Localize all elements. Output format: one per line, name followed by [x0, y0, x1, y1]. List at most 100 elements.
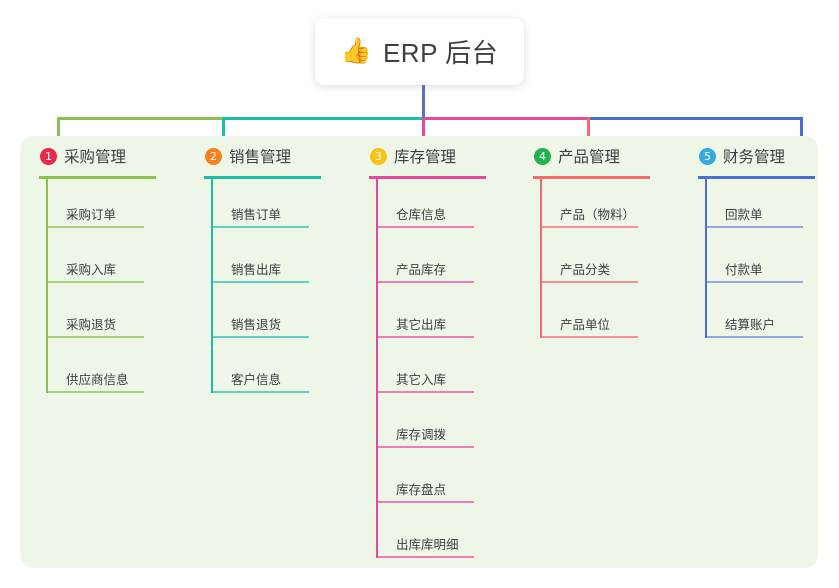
branch-title: 采购管理 — [64, 149, 127, 166]
leaf-node-rule — [213, 391, 309, 393]
leaf-node-label: 销售出库 — [231, 263, 282, 277]
root-node-title: ERP 后台 — [382, 38, 499, 68]
branch-column-3: 3 库存管理仓库信息产品库存其它出库其它入库库存调拨库存盘点出库库明细 — [360, 145, 510, 564]
branch-number-badge: 5 — [699, 147, 716, 165]
diagram-panel — [20, 136, 818, 568]
leaf-node-label: 销售退货 — [231, 318, 282, 332]
leaf-node[interactable]: 销售订单 — [211, 179, 345, 234]
leaf-node-rule — [378, 501, 474, 503]
leaf-node-rule — [378, 556, 474, 558]
trunk-connector — [422, 85, 425, 118]
leaf-node[interactable]: 仓库信息 — [376, 179, 510, 234]
leaf-node[interactable]: 产品（物料） — [540, 179, 674, 234]
leaf-node[interactable]: 产品单位 — [540, 289, 674, 344]
leaf-node-rule — [213, 226, 309, 228]
drop-connector-3 — [422, 117, 425, 152]
root-node-card[interactable]: 👍 ERP 后台 — [315, 18, 524, 85]
leaf-node-rule — [378, 281, 474, 283]
leaf-node-label: 出库库明细 — [396, 538, 459, 552]
leaf-node[interactable]: 采购退货 — [46, 289, 180, 344]
thumbs-up-icon: 👍 — [340, 37, 372, 65]
leaf-node-label: 客户信息 — [231, 373, 282, 387]
branch-item-list: 仓库信息产品库存其它出库其它入库库存调拨库存盘点出库库明细 — [360, 179, 510, 564]
branch-header-rule — [204, 176, 321, 179]
branch-spine — [211, 179, 213, 393]
leaf-node-label: 付款单 — [725, 263, 763, 277]
branch-column-5: 5 财务管理回款单付款单结算账户 — [689, 145, 839, 344]
branch-header-5[interactable]: 5 财务管理 — [689, 145, 839, 167]
branch-item-list: 采购订单采购入库采购退货供应商信息 — [30, 179, 180, 399]
leaf-node[interactable]: 出库库明细 — [376, 509, 510, 564]
leaf-node[interactable]: 采购订单 — [46, 179, 180, 234]
drop-connector-4 — [587, 117, 590, 152]
leaf-node-rule — [48, 336, 144, 338]
leaf-node-label: 产品单位 — [560, 318, 611, 332]
leaf-node[interactable]: 供应商信息 — [46, 344, 180, 399]
leaf-node-label: 采购退货 — [66, 318, 117, 332]
branch-header-rule — [533, 176, 650, 179]
leaf-node-rule — [48, 391, 144, 393]
leaf-node[interactable]: 产品库存 — [376, 234, 510, 289]
leaf-node[interactable]: 库存调拨 — [376, 399, 510, 454]
leaf-node[interactable]: 销售退货 — [211, 289, 345, 344]
branch-number-badge: 2 — [205, 147, 222, 165]
leaf-node-label: 结算账户 — [725, 318, 776, 332]
leaf-node-rule — [48, 281, 144, 283]
leaf-node-rule — [542, 226, 638, 228]
leaf-node[interactable]: 采购入库 — [46, 234, 180, 289]
leaf-node-rule — [707, 226, 803, 228]
branch-header-rule — [39, 176, 156, 179]
bus-segment-4 — [587, 117, 800, 120]
leaf-node[interactable]: 库存盘点 — [376, 454, 510, 509]
leaf-node-rule — [213, 336, 309, 338]
branch-header-rule — [369, 176, 486, 179]
branch-title: 销售管理 — [229, 149, 292, 166]
drop-connector-1 — [57, 117, 60, 152]
leaf-node-rule — [378, 391, 474, 393]
leaf-node[interactable]: 销售出库 — [211, 234, 345, 289]
leaf-node[interactable]: 产品分类 — [540, 234, 674, 289]
leaf-node-rule — [48, 226, 144, 228]
branch-header-2[interactable]: 2 销售管理 — [195, 145, 345, 167]
branch-title: 产品管理 — [558, 149, 621, 166]
branch-title: 库存管理 — [394, 149, 457, 166]
leaf-node-label: 产品库存 — [396, 263, 447, 277]
branch-header-3[interactable]: 3 库存管理 — [360, 145, 510, 167]
branch-spine — [705, 179, 707, 338]
branch-item-list: 回款单付款单结算账户 — [689, 179, 839, 344]
branch-header-1[interactable]: 1 采购管理 — [30, 145, 180, 167]
leaf-node[interactable]: 客户信息 — [211, 344, 345, 399]
leaf-node-label: 回款单 — [725, 208, 763, 222]
leaf-node[interactable]: 其它入库 — [376, 344, 510, 399]
leaf-node-label: 采购订单 — [66, 208, 117, 222]
leaf-node-label: 其它出库 — [396, 318, 447, 332]
leaf-node[interactable]: 其它出库 — [376, 289, 510, 344]
leaf-node-label: 供应商信息 — [66, 373, 129, 387]
branch-number-badge: 1 — [40, 147, 57, 165]
drop-connector-2 — [222, 117, 225, 152]
leaf-node[interactable]: 回款单 — [705, 179, 839, 234]
leaf-node-rule — [378, 336, 474, 338]
branch-spine — [540, 179, 542, 338]
leaf-node[interactable]: 付款单 — [705, 234, 839, 289]
branch-title: 财务管理 — [723, 149, 786, 166]
leaf-node-label: 其它入库 — [396, 373, 447, 387]
leaf-node-rule — [542, 281, 638, 283]
branch-spine — [46, 179, 48, 393]
branch-header-rule — [698, 176, 815, 179]
leaf-node-rule — [707, 281, 803, 283]
drop-connector-5 — [800, 117, 803, 152]
branch-number-badge: 3 — [370, 147, 387, 165]
leaf-node[interactable]: 结算账户 — [705, 289, 839, 344]
leaf-node-label: 采购入库 — [66, 263, 117, 277]
leaf-node-label: 产品分类 — [560, 263, 611, 277]
leaf-node-label: 销售订单 — [231, 208, 282, 222]
bus-segment-2 — [222, 117, 422, 120]
branch-column-1: 1 采购管理采购订单采购入库采购退货供应商信息 — [30, 145, 180, 399]
leaf-node-rule — [378, 226, 474, 228]
leaf-node-rule — [542, 336, 638, 338]
leaf-node-rule — [707, 336, 803, 338]
